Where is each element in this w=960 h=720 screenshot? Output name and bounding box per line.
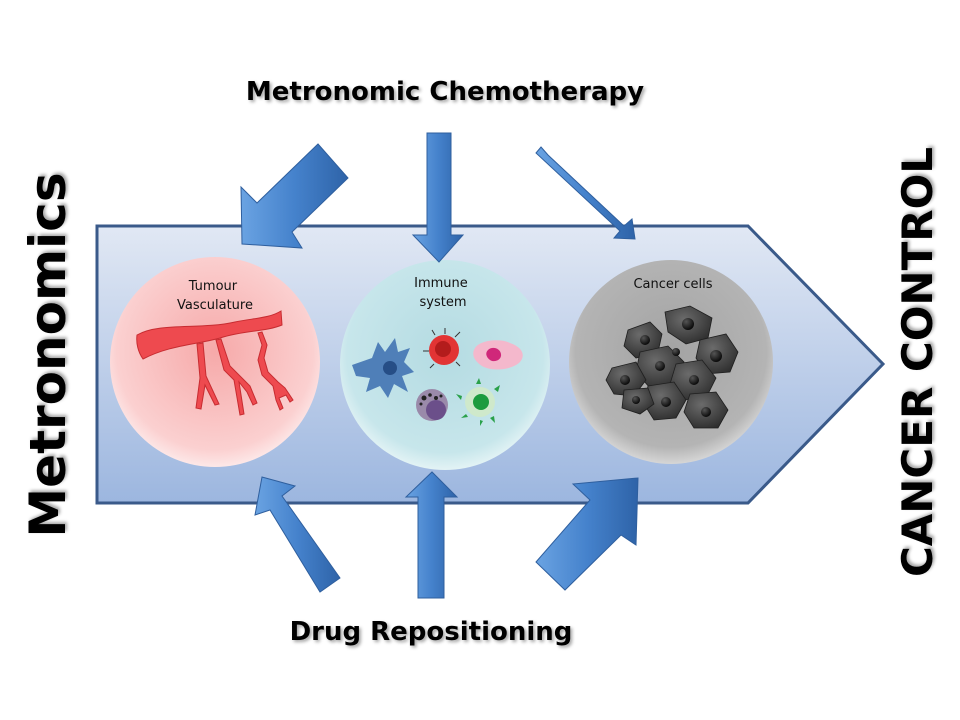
immune-label-line1: Immune: [414, 276, 468, 291]
granulocyte-purple-icon: [416, 389, 448, 421]
macrophage-pink-icon: [473, 340, 523, 370]
arrow-repositioning-to-vasculature: [254, 476, 341, 593]
cancer-cells-icon: [605, 305, 739, 429]
top-arrows: [240, 132, 636, 263]
arrow-chemo-to-cancer: [535, 146, 636, 240]
left-label: Metronomics: [19, 172, 77, 537]
svg-text:Cancer cells: Cancer cells: [633, 277, 712, 292]
immune-cells-icon: [352, 328, 523, 426]
top-label: Metronomic Chemotherapy: [246, 77, 644, 107]
immune-label-line2: system: [420, 295, 467, 310]
svg-text:Immune system: Immune system: [414, 276, 472, 310]
blood-vessel-icon: [136, 310, 294, 416]
lymphocyte-red-icon: [423, 328, 461, 369]
target-cancer: Cancer cells: [569, 260, 773, 464]
arrow-repositioning-to-immune: [404, 471, 459, 599]
target-immune: Immune system: [340, 260, 550, 470]
arrow-repositioning-to-cancer: [535, 477, 639, 591]
vasculature-label-line2: Vasculature: [177, 298, 253, 313]
vasculature-label-line1: Tumour: [188, 279, 238, 294]
target-vasculature: Tumour Vasculature: [110, 257, 320, 467]
arrow-chemo-to-vasculature: [240, 143, 349, 249]
arrow-chemo-to-immune: [411, 132, 465, 263]
right-label: CANCER CONTROL: [893, 147, 942, 577]
bottom-arrows: [254, 471, 639, 599]
vasculature-circle: [110, 257, 320, 467]
bottom-label: Drug Repositioning: [290, 617, 573, 647]
nk-cell-green-icon: [456, 378, 500, 426]
cancer-label: Cancer cells: [633, 277, 712, 292]
immune-circle: [340, 260, 550, 470]
svg-text:Tumour Vasculature: Tumour Vasculature: [177, 279, 253, 313]
